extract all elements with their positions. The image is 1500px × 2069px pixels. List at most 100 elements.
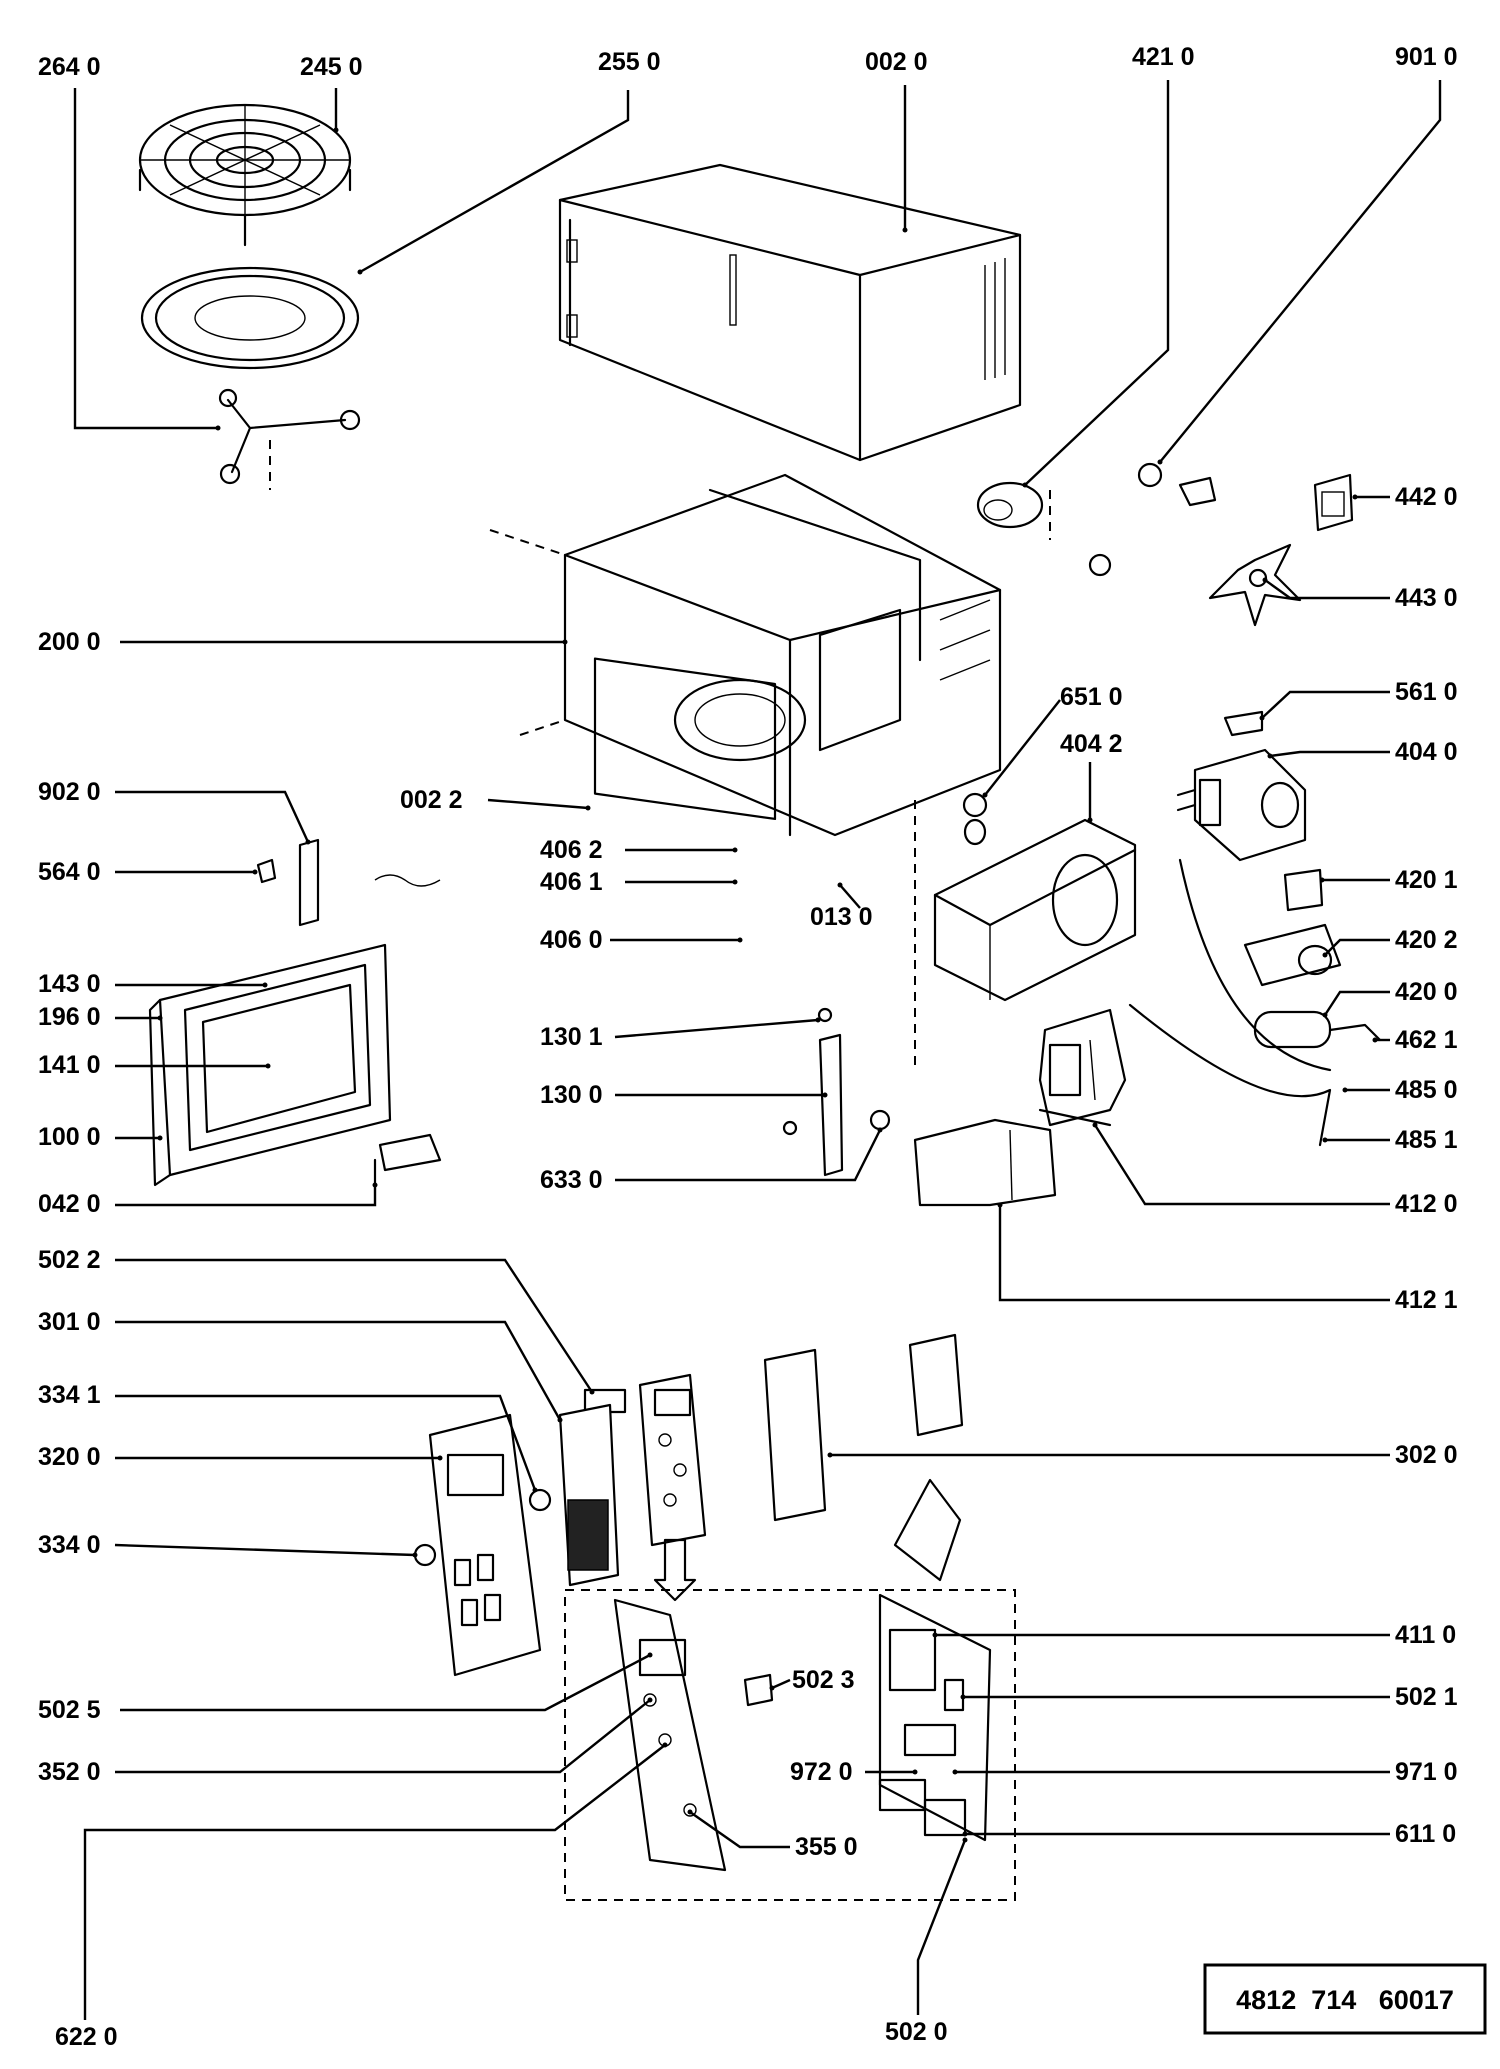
callout-label-1410: 141 0 bbox=[38, 1051, 101, 1079]
callout-label-4040: 404 0 bbox=[1395, 738, 1458, 766]
leader-dot-9020 bbox=[305, 839, 311, 845]
power-pcb bbox=[878, 1593, 992, 1842]
leader-line-3550 bbox=[689, 1811, 790, 1849]
leader-dot-5025 bbox=[647, 1652, 653, 1658]
leader-line-0420 bbox=[115, 1185, 377, 1207]
callout-label-5020: 502 0 bbox=[885, 2018, 948, 2046]
door-assembly bbox=[148, 943, 442, 1187]
transformer-shield bbox=[913, 1118, 1057, 1207]
leader-dot-1960 bbox=[157, 1015, 163, 1021]
leader-line-5610 bbox=[1261, 690, 1390, 719]
callout-label-4850: 485 0 bbox=[1395, 1076, 1458, 1104]
leader-dot-9010 bbox=[1157, 459, 1163, 465]
callout-label-4120: 412 0 bbox=[1395, 1190, 1458, 1218]
leader-line-4202 bbox=[1324, 938, 1390, 956]
leader-dot-4850 bbox=[1342, 1087, 1348, 1093]
leader-line-0130 bbox=[839, 884, 861, 909]
leader-dot-4200 bbox=[1322, 1012, 1328, 1018]
leader-line-4040 bbox=[1269, 750, 1390, 758]
leader-line-6510 bbox=[984, 699, 1061, 796]
magnetron bbox=[1176, 748, 1307, 862]
document-code: 4812 714 60017 bbox=[1236, 1985, 1454, 2015]
keypad-parts bbox=[528, 1388, 627, 1587]
cavity-chassis bbox=[489, 473, 1002, 1070]
leader-dot-0020 bbox=[902, 227, 908, 233]
leader-line-4120 bbox=[1093, 1124, 1390, 1206]
callout-label-9010: 901 0 bbox=[1395, 43, 1458, 71]
leader-line-4200 bbox=[1323, 990, 1390, 1016]
leader-line-9010 bbox=[1159, 80, 1442, 463]
callout-label-5025: 502 5 bbox=[38, 1696, 101, 1724]
callout-label-4621: 462 1 bbox=[1395, 1026, 1458, 1054]
callout-label-4121: 412 1 bbox=[1395, 1286, 1458, 1314]
leader-line-5025 bbox=[120, 1653, 651, 1712]
leader-dot-4621 bbox=[1372, 1037, 1378, 1043]
callout-label-6330: 633 0 bbox=[540, 1166, 603, 1194]
leader-line-3340 bbox=[114, 1543, 416, 1557]
pcb-group-outline bbox=[564, 1589, 1016, 1901]
callout-label-4200: 420 0 bbox=[1395, 978, 1458, 1006]
callout-label-5022: 502 2 bbox=[38, 1246, 101, 1274]
leader-dot-5610 bbox=[1259, 715, 1265, 721]
leader-dot-3340 bbox=[412, 1552, 418, 1558]
callout-label-4062: 406 2 bbox=[540, 836, 603, 864]
hinge-parts bbox=[256, 838, 441, 927]
leader-line-4210 bbox=[1024, 80, 1170, 486]
leader-line-5022 bbox=[115, 1258, 594, 1393]
callout-label-1960: 196 0 bbox=[38, 1003, 101, 1031]
leader-line-4430 bbox=[1264, 579, 1390, 600]
parts-illustration bbox=[138, 103, 1487, 2035]
leader-dot-1000 bbox=[157, 1135, 163, 1141]
leader-dot-3020 bbox=[827, 1452, 833, 1458]
leader-dot-3010 bbox=[557, 1417, 563, 1423]
leader-dot-6110 bbox=[962, 1831, 968, 1837]
callout-label-4110: 411 0 bbox=[1395, 1621, 1456, 1649]
grill-rack bbox=[138, 103, 352, 247]
door-latch bbox=[782, 1007, 891, 1177]
control-panel-front bbox=[413, 1413, 542, 1677]
small-clip bbox=[1223, 710, 1264, 737]
hv-transformer bbox=[1038, 1008, 1127, 1127]
leader-line-4121 bbox=[998, 1205, 1390, 1302]
callout-label-3200: 320 0 bbox=[38, 1443, 101, 1471]
leader-dot-4060 bbox=[737, 937, 743, 943]
leader-dot-4201 bbox=[1319, 877, 1325, 883]
callout-label-4060: 406 0 bbox=[540, 926, 603, 954]
callout-label-0022: 002 2 bbox=[400, 786, 463, 814]
leader-dot-3341 bbox=[532, 1487, 538, 1493]
callout-label-2640: 264 0 bbox=[38, 53, 101, 81]
leader-dot-5021 bbox=[960, 1694, 966, 1700]
callout-label-4201: 420 1 bbox=[1395, 866, 1458, 894]
leader-dot-2450 bbox=[333, 127, 339, 133]
callout-label-1301: 130 1 bbox=[540, 1023, 603, 1051]
callout-label-3020: 302 0 bbox=[1395, 1441, 1458, 1469]
glass-turntable bbox=[140, 266, 360, 370]
roller-support bbox=[218, 388, 361, 490]
leader-line-3341 bbox=[115, 1394, 537, 1491]
leader-line-3010 bbox=[115, 1320, 562, 1421]
leader-dot-0022 bbox=[585, 805, 591, 811]
leader-dot-2000 bbox=[562, 639, 568, 645]
thermal-cutout bbox=[962, 792, 988, 846]
callout-label-3340: 334 0 bbox=[38, 1531, 101, 1559]
callout-label-5640: 564 0 bbox=[38, 858, 101, 886]
leader-line-3520 bbox=[115, 1699, 651, 1774]
leader-dot-1300 bbox=[822, 1092, 828, 1098]
leader-dot-4210 bbox=[1022, 482, 1028, 488]
callout-label-9710: 971 0 bbox=[1395, 1758, 1458, 1786]
leader-dot-1430 bbox=[262, 982, 268, 988]
callout-label-0130: 013 0 bbox=[810, 903, 873, 931]
document-code-box bbox=[1203, 1963, 1487, 2035]
capacitor-group bbox=[1128, 858, 1382, 1147]
callout-label-9720: 972 0 bbox=[790, 1758, 853, 1786]
leader-dot-9720 bbox=[912, 1769, 918, 1775]
leader-dot-1301 bbox=[815, 1017, 821, 1023]
callout-label-0020: 002 0 bbox=[865, 48, 928, 76]
leader-line-1301 bbox=[614, 1018, 819, 1039]
leader-dot-4040 bbox=[1267, 753, 1273, 759]
callout-label-4420: 442 0 bbox=[1395, 483, 1458, 511]
callout-label-6510: 651 0 bbox=[1060, 683, 1123, 711]
callout-label-9020: 902 0 bbox=[38, 778, 101, 806]
